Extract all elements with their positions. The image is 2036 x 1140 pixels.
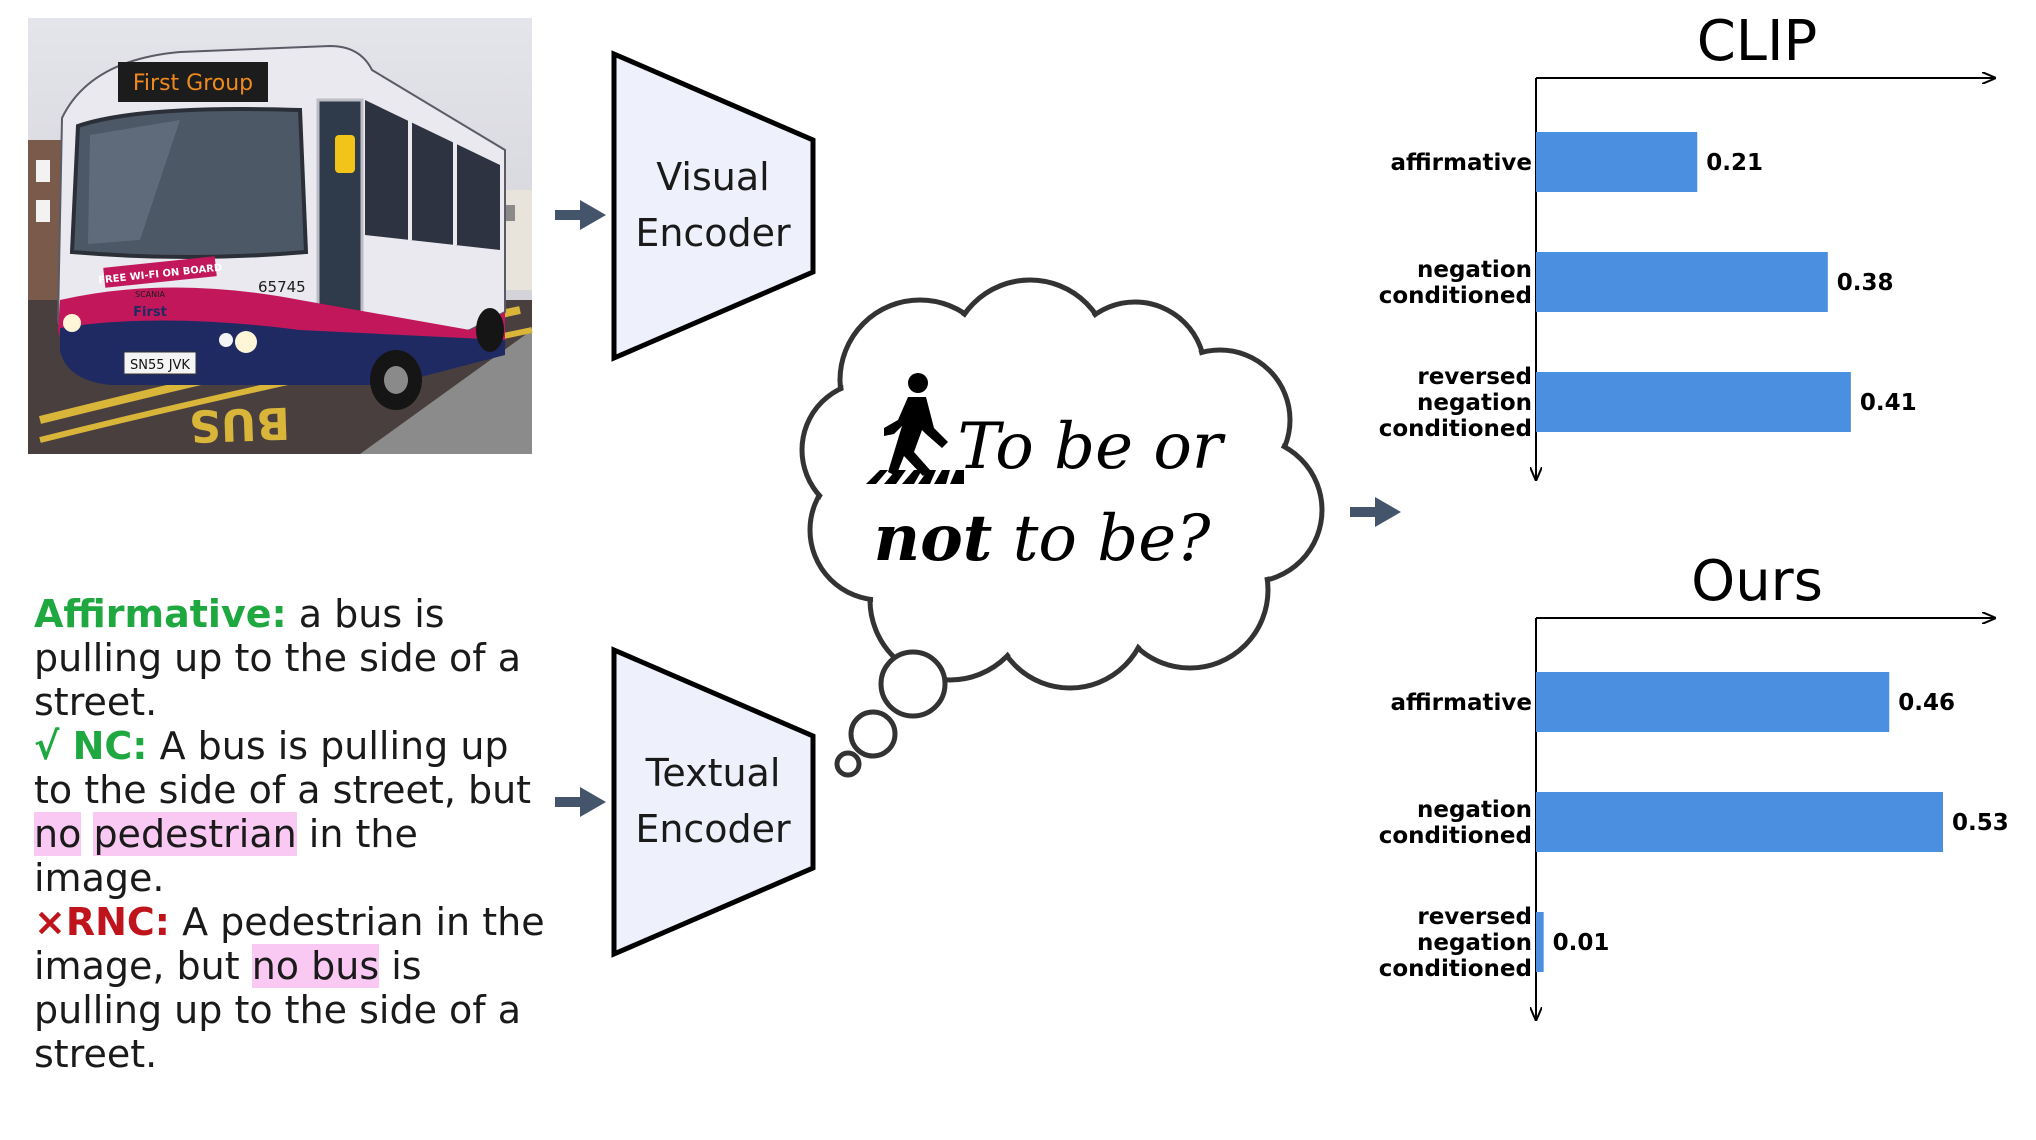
thought-rest: to be? (1013, 502, 1211, 576)
thought-not: not (874, 501, 993, 576)
pedestrian-crossing-icon (866, 373, 964, 484)
caption-affirmative: Affirmative: a bus is pulling up to the … (34, 592, 554, 724)
category-label: negation (1417, 390, 1532, 416)
bus-photo: BUS First Group FREE WI-FI ON BOARD SCAN… (28, 18, 533, 454)
brand-badge: First (133, 305, 167, 320)
category-label: conditioned (1379, 956, 1532, 982)
visual-encoder-label: Visual (656, 155, 769, 199)
number-plate: SN55 JVK (130, 358, 190, 373)
chart-clip: CLIP0.21affirmative0.38negationcondition… (1379, 9, 1995, 480)
category-label: conditioned (1379, 416, 1532, 442)
bar-value-label: 0.41 (1860, 390, 1917, 416)
caption-affirmative-label: Affirmative: (34, 592, 287, 636)
chart-bar (1536, 252, 1828, 312)
thought-cloud: To be or not to be? (799, 277, 1325, 778)
bar-value-label: 0.21 (1706, 150, 1763, 176)
arrow-image-to-visual (555, 200, 606, 230)
caption-nc-label: √ NC: (34, 724, 148, 768)
bar-value-label: 0.46 (1898, 690, 1955, 716)
category-label: negation (1417, 797, 1532, 823)
fleet-number: 65745 (258, 278, 306, 296)
chart-title: CLIP (1697, 9, 1818, 74)
chart-bar (1536, 132, 1698, 192)
caption-affirmative-text: a bus is pulling up to the side of a str… (34, 592, 522, 724)
bar-value-label: 0.53 (1952, 810, 2009, 836)
visual-encoder: Visual Encoder (611, 50, 816, 362)
category-label: negation (1417, 257, 1532, 283)
chart-bar (1536, 372, 1851, 432)
category-label: reversed (1417, 904, 1532, 930)
chart-bar (1536, 792, 1943, 852)
thought-line-2: not to be? (874, 501, 1212, 576)
caption-rnc: ×RNC: A pedestrian in the image, but no … (34, 900, 554, 1076)
caption-nc: √ NC: A bus is pulling up to the side of… (34, 724, 554, 900)
caption-nc-highlight: no (34, 812, 82, 856)
textual-encoder-label: Textual (645, 751, 781, 795)
arrow-text-to-textual (555, 787, 606, 817)
caption-nc-text: A bus is pulling up to the side of a str… (34, 724, 532, 812)
destination-sign: First Group (133, 71, 253, 96)
category-label: affirmative (1391, 690, 1532, 716)
bar-value-label: 0.01 (1553, 930, 1610, 956)
arrow-to-charts (1350, 497, 1401, 527)
category-label: conditioned (1379, 283, 1532, 309)
bar-value-label: 0.38 (1837, 270, 1894, 296)
category-label: reversed (1417, 364, 1532, 390)
caption-rnc-text: A pedestrian in the image, but (34, 900, 545, 988)
category-label: negation (1417, 930, 1532, 956)
caption-rnc-text: is pulling up to the side of a street. (34, 944, 522, 1076)
chart-bar (1536, 672, 1890, 732)
caption-nc-text: in the image. (34, 812, 418, 900)
chart-title: Ours (1691, 549, 1823, 614)
caption-rnc-label: ×RNC: (34, 900, 170, 944)
category-label: affirmative (1391, 150, 1532, 176)
thought-line-1: To be or (958, 410, 1226, 484)
textual-encoder-label: Encoder (635, 807, 791, 851)
chart-ours: Ours0.46affirmative0.53negationcondition… (1379, 549, 2009, 1020)
caption-rnc-highlight: no bus (251, 944, 380, 988)
road-marking: BUS (188, 397, 291, 451)
chart-bar (1536, 912, 1544, 972)
textual-encoder: Textual Encoder (611, 646, 816, 958)
category-label: conditioned (1379, 823, 1532, 849)
caption-nc-highlight: pedestrian (93, 812, 297, 856)
visual-encoder-label: Encoder (635, 211, 791, 255)
maker-badge: SCANIA (135, 290, 165, 299)
